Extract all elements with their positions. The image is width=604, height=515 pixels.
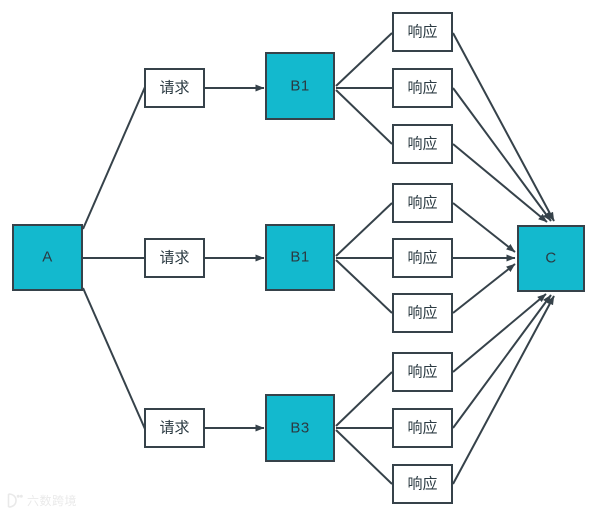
node-response-4-label: 响应 bbox=[407, 194, 438, 211]
watermark: 六数跨境 bbox=[6, 492, 77, 509]
node-request-mid[interactable]: 请求 bbox=[144, 238, 205, 278]
edge-response-4-to-c bbox=[452, 202, 516, 253]
edge-response-6-to-c bbox=[452, 263, 516, 314]
node-request-top-label: 请求 bbox=[159, 79, 190, 96]
node-a[interactable]: A bbox=[12, 224, 83, 291]
edge-response-2-to-c bbox=[452, 87, 552, 222]
node-response-7[interactable]: 响应 bbox=[392, 352, 453, 392]
edge-response-3-to-c bbox=[452, 143, 548, 223]
node-a-label: A bbox=[42, 248, 53, 266]
edge-response-7-to-c bbox=[452, 293, 547, 373]
node-request-mid-label: 请求 bbox=[159, 249, 190, 266]
node-b1-mid-label: B1 bbox=[290, 248, 310, 266]
node-response-1[interactable]: 响应 bbox=[392, 12, 453, 52]
node-request-bottom[interactable]: 请求 bbox=[144, 408, 205, 448]
watermark-text: 六数跨境 bbox=[27, 494, 78, 508]
edge-b1top-to-response-1 bbox=[335, 32, 393, 87]
node-response-4[interactable]: 响应 bbox=[392, 183, 453, 223]
edge-response-1-to-c bbox=[452, 32, 555, 222]
node-response-2-label: 响应 bbox=[407, 79, 438, 96]
watermark-logo-icon bbox=[6, 492, 23, 509]
node-response-5-label: 响应 bbox=[407, 249, 438, 266]
node-b1-top[interactable]: B1 bbox=[265, 52, 335, 120]
node-response-1-label: 响应 bbox=[407, 23, 438, 40]
node-response-5[interactable]: 响应 bbox=[392, 238, 453, 278]
node-response-9-label: 响应 bbox=[407, 475, 438, 492]
edge-response-8-to-c bbox=[452, 294, 552, 429]
node-response-8[interactable]: 响应 bbox=[392, 408, 453, 448]
edge-b1mid-to-response-4 bbox=[335, 202, 393, 257]
edge-b3-to-response-9 bbox=[335, 429, 393, 485]
node-request-top[interactable]: 请求 bbox=[144, 68, 205, 108]
node-c[interactable]: C bbox=[517, 225, 585, 292]
node-response-6[interactable]: 响应 bbox=[392, 293, 453, 333]
node-response-8-label: 响应 bbox=[407, 419, 438, 436]
node-b1-top-label: B1 bbox=[290, 77, 310, 94]
node-c-label: C bbox=[545, 249, 557, 267]
edge-b3-to-response-7 bbox=[335, 371, 393, 427]
edge-a-to-request-bottom bbox=[82, 287, 146, 430]
node-response-6-label: 响应 bbox=[407, 304, 438, 321]
node-response-3-label: 响应 bbox=[407, 135, 438, 152]
edge-response-9-to-c bbox=[452, 295, 555, 485]
node-response-9[interactable]: 响应 bbox=[392, 464, 453, 504]
edge-a-to-request-top bbox=[82, 86, 146, 230]
node-response-7-label: 响应 bbox=[407, 363, 438, 380]
edge-b1top-to-response-3 bbox=[335, 89, 393, 145]
node-request-bottom-label: 请求 bbox=[159, 419, 190, 436]
edge-b1mid-to-response-6 bbox=[335, 259, 393, 314]
node-b3-label: B3 bbox=[290, 419, 310, 436]
node-b1-mid[interactable]: B1 bbox=[265, 224, 335, 291]
node-response-3[interactable]: 响应 bbox=[392, 124, 453, 164]
node-response-2[interactable]: 响应 bbox=[392, 68, 453, 108]
node-b3[interactable]: B3 bbox=[265, 394, 335, 462]
